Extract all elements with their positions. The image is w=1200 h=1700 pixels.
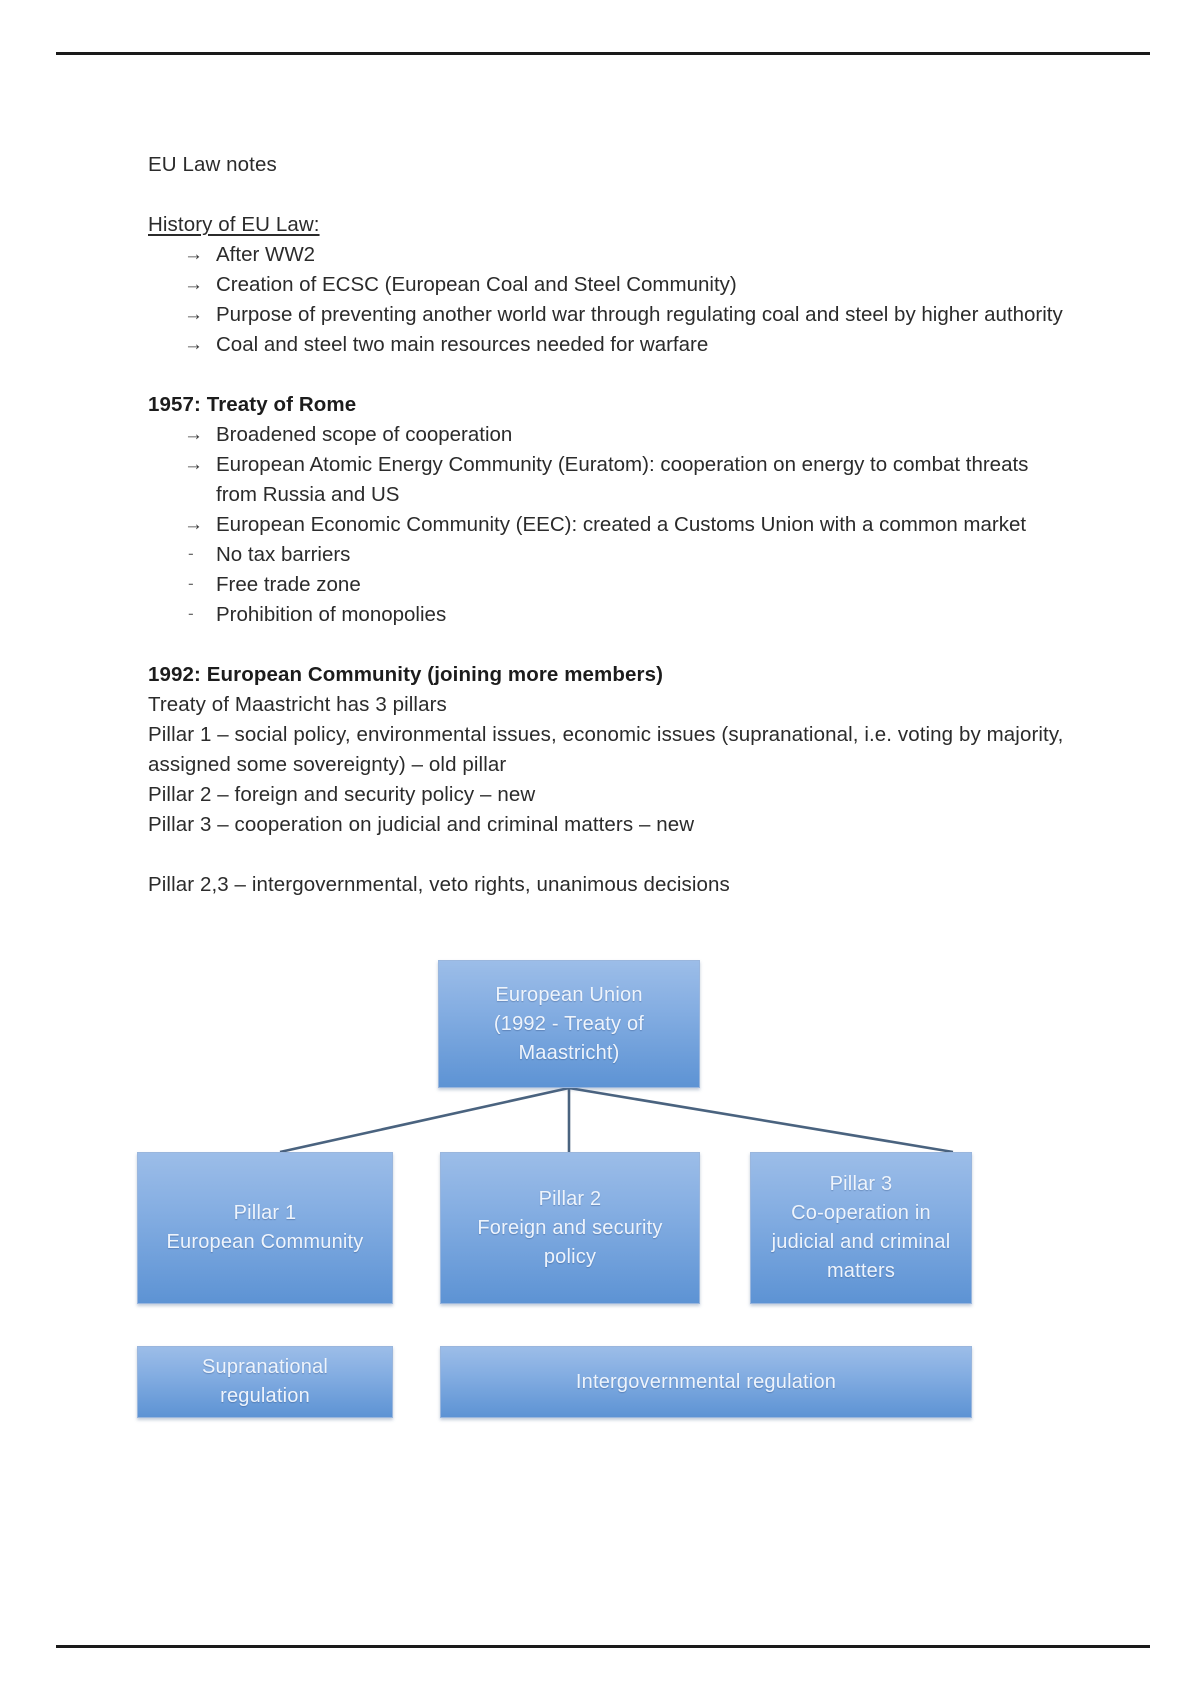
list-item: - Free trade zone <box>148 570 1068 600</box>
diagram-box-pillar-3-text: Pillar 3 Co-operation in judicial and cr… <box>764 1170 959 1286</box>
diagram-box-pillar-2: Pillar 2 Foreign and security policy <box>440 1152 700 1304</box>
spacer <box>148 180 1068 210</box>
diagram-text-line: European Community <box>166 1231 364 1253</box>
list-item: → European Economic Community (EEC): crea… <box>148 510 1068 540</box>
diagram-text-line: Maastricht) <box>518 1041 620 1064</box>
document-title: EU Law notes <box>148 153 277 176</box>
list-item-text: Creation of ECSC (European Coal and Stee… <box>216 273 737 296</box>
eu-pillars-diagram: European Union (1992 - Treaty of Maastri… <box>120 960 1080 1430</box>
rome-dash-list: - No tax barriers - Free trade zone - Prohi… <box>148 540 1068 630</box>
section-heading-history: History of EU Law: <box>148 210 1068 240</box>
diagram-box-intergovernmental-regulation-text: Intergovernmental regulation <box>568 1368 844 1397</box>
diagram-text-line: Pillar 2 <box>538 1187 602 1210</box>
arrow-icon: → <box>184 304 203 325</box>
list-item-text: Free trade zone <box>216 573 361 596</box>
header-rule <box>56 52 1150 55</box>
maastricht-pillars-intro: Treaty of Maastricht has 3 pillars <box>148 693 447 716</box>
list-item: → Coal and steel two main resources neede… <box>148 330 1068 360</box>
list-item-text: Coal and steel two main resources needed… <box>216 333 709 356</box>
dash-icon: - <box>188 574 194 593</box>
diagram-box-pillar-2-text: Pillar 2 Foreign and security policy <box>469 1185 670 1272</box>
diagram-box-supranational-regulation-text: Supranational regulation <box>194 1353 336 1411</box>
list-item: → Purpose of preventing another world war… <box>148 300 1068 330</box>
list-item-text: European Atomic Energy Community (Eurato… <box>216 453 1029 506</box>
list-item-text: No tax barriers <box>216 543 351 566</box>
maastricht-pillar-1: Pillar 1 – social policy, environmental … <box>148 723 1064 776</box>
section-heading-treaty-of-rome: 1957: Treaty of Rome <box>148 390 1068 420</box>
diagram-text-line: (1992 - Treaty of <box>493 1012 645 1035</box>
diagram-text-line: Pillar 1 <box>233 1202 297 1224</box>
diagram-box-intergovernmental-regulation: Intergovernmental regulation <box>440 1346 972 1418</box>
diagram-text-line: policy <box>543 1245 597 1268</box>
arrow-icon: → <box>184 424 203 445</box>
diagram-text-line: matters <box>826 1260 896 1282</box>
diagram-text-line: Foreign and security <box>477 1216 663 1239</box>
diagram-box-pillar-1: Pillar 1 European Community <box>137 1152 393 1304</box>
diagram-box-pillar-1-text: Pillar 1 European Community <box>158 1199 371 1257</box>
diagram-text-line: Pillar 3 <box>829 1173 893 1195</box>
list-item-text: Broadened scope of cooperation <box>216 423 513 446</box>
diagram-box-european-union-text: European Union (1992 - Treaty of Maastri… <box>486 981 652 1068</box>
list-item-text: European Economic Community (EEC): creat… <box>216 513 1027 536</box>
connector-to-pillar-1 <box>279 1086 570 1154</box>
section-heading-european-community-text: 1992: European Community (joining more m… <box>148 663 664 686</box>
list-item-text: After WW2 <box>216 243 316 266</box>
maastricht-pillar-3: Pillar 3 – cooperation on judicial and c… <box>148 813 695 836</box>
list-item: → Creation of ECSC (European Coal and Ste… <box>148 270 1068 300</box>
section-heading-history-text: History of EU Law: <box>148 213 320 236</box>
list-item: - Prohibition of monopolies <box>148 600 1068 630</box>
document-body: EU Law notes History of EU Law: → After W… <box>148 150 1068 900</box>
list-item-text: Prohibition of monopolies <box>216 603 447 626</box>
history-arrow-list: → After WW2 → Creation of ECSC (European C… <box>148 240 1068 360</box>
list-item: → European Atomic Energy Community (Eurat… <box>148 450 1068 510</box>
diagram-text-line: Co-operation in <box>791 1202 931 1224</box>
diagram-text-line: European Union <box>495 983 643 1006</box>
diagram-text-line: Supranational <box>201 1356 329 1378</box>
diagram-text-line: Intergovernmental regulation <box>575 1370 837 1393</box>
list-item: - No tax barriers <box>148 540 1068 570</box>
rome-arrow-list: → Broadened scope of cooperation → Europea… <box>148 420 1068 540</box>
arrow-icon: → <box>184 514 203 535</box>
section-heading-european-community: 1992: European Community (joining more m… <box>148 660 1068 690</box>
diagram-text-line: judicial and criminal <box>771 1231 951 1253</box>
diagram-box-european-union: European Union (1992 - Treaty of Maastri… <box>438 960 700 1088</box>
arrow-icon: → <box>184 334 203 355</box>
dash-icon: - <box>188 544 194 563</box>
diagram-box-supranational-regulation: Supranational regulation <box>137 1346 393 1418</box>
spacer <box>148 840 1068 870</box>
arrow-icon: → <box>184 454 203 475</box>
arrow-icon: → <box>184 274 203 295</box>
footer-rule <box>56 1645 1150 1648</box>
maastricht-pillars-23-note: Pillar 2,3 – intergovernmental, veto rig… <box>148 873 730 896</box>
list-item-text: Purpose of preventing another world war … <box>216 303 1063 326</box>
spacer <box>148 630 1068 660</box>
diagram-text-line: regulation <box>220 1385 310 1407</box>
spacer <box>148 360 1068 390</box>
arrow-icon: → <box>184 244 203 265</box>
section-heading-treaty-of-rome-text: 1957: Treaty of Rome <box>148 393 357 416</box>
maastricht-pillar-2: Pillar 2 – foreign and security policy –… <box>148 783 536 806</box>
diagram-box-pillar-3: Pillar 3 Co-operation in judicial and cr… <box>750 1152 972 1304</box>
list-item: → After WW2 <box>148 240 1068 270</box>
list-item: → Broadened scope of cooperation <box>148 420 1068 450</box>
connector-to-pillar-3 <box>568 1086 954 1154</box>
dash-icon: - <box>188 604 194 623</box>
